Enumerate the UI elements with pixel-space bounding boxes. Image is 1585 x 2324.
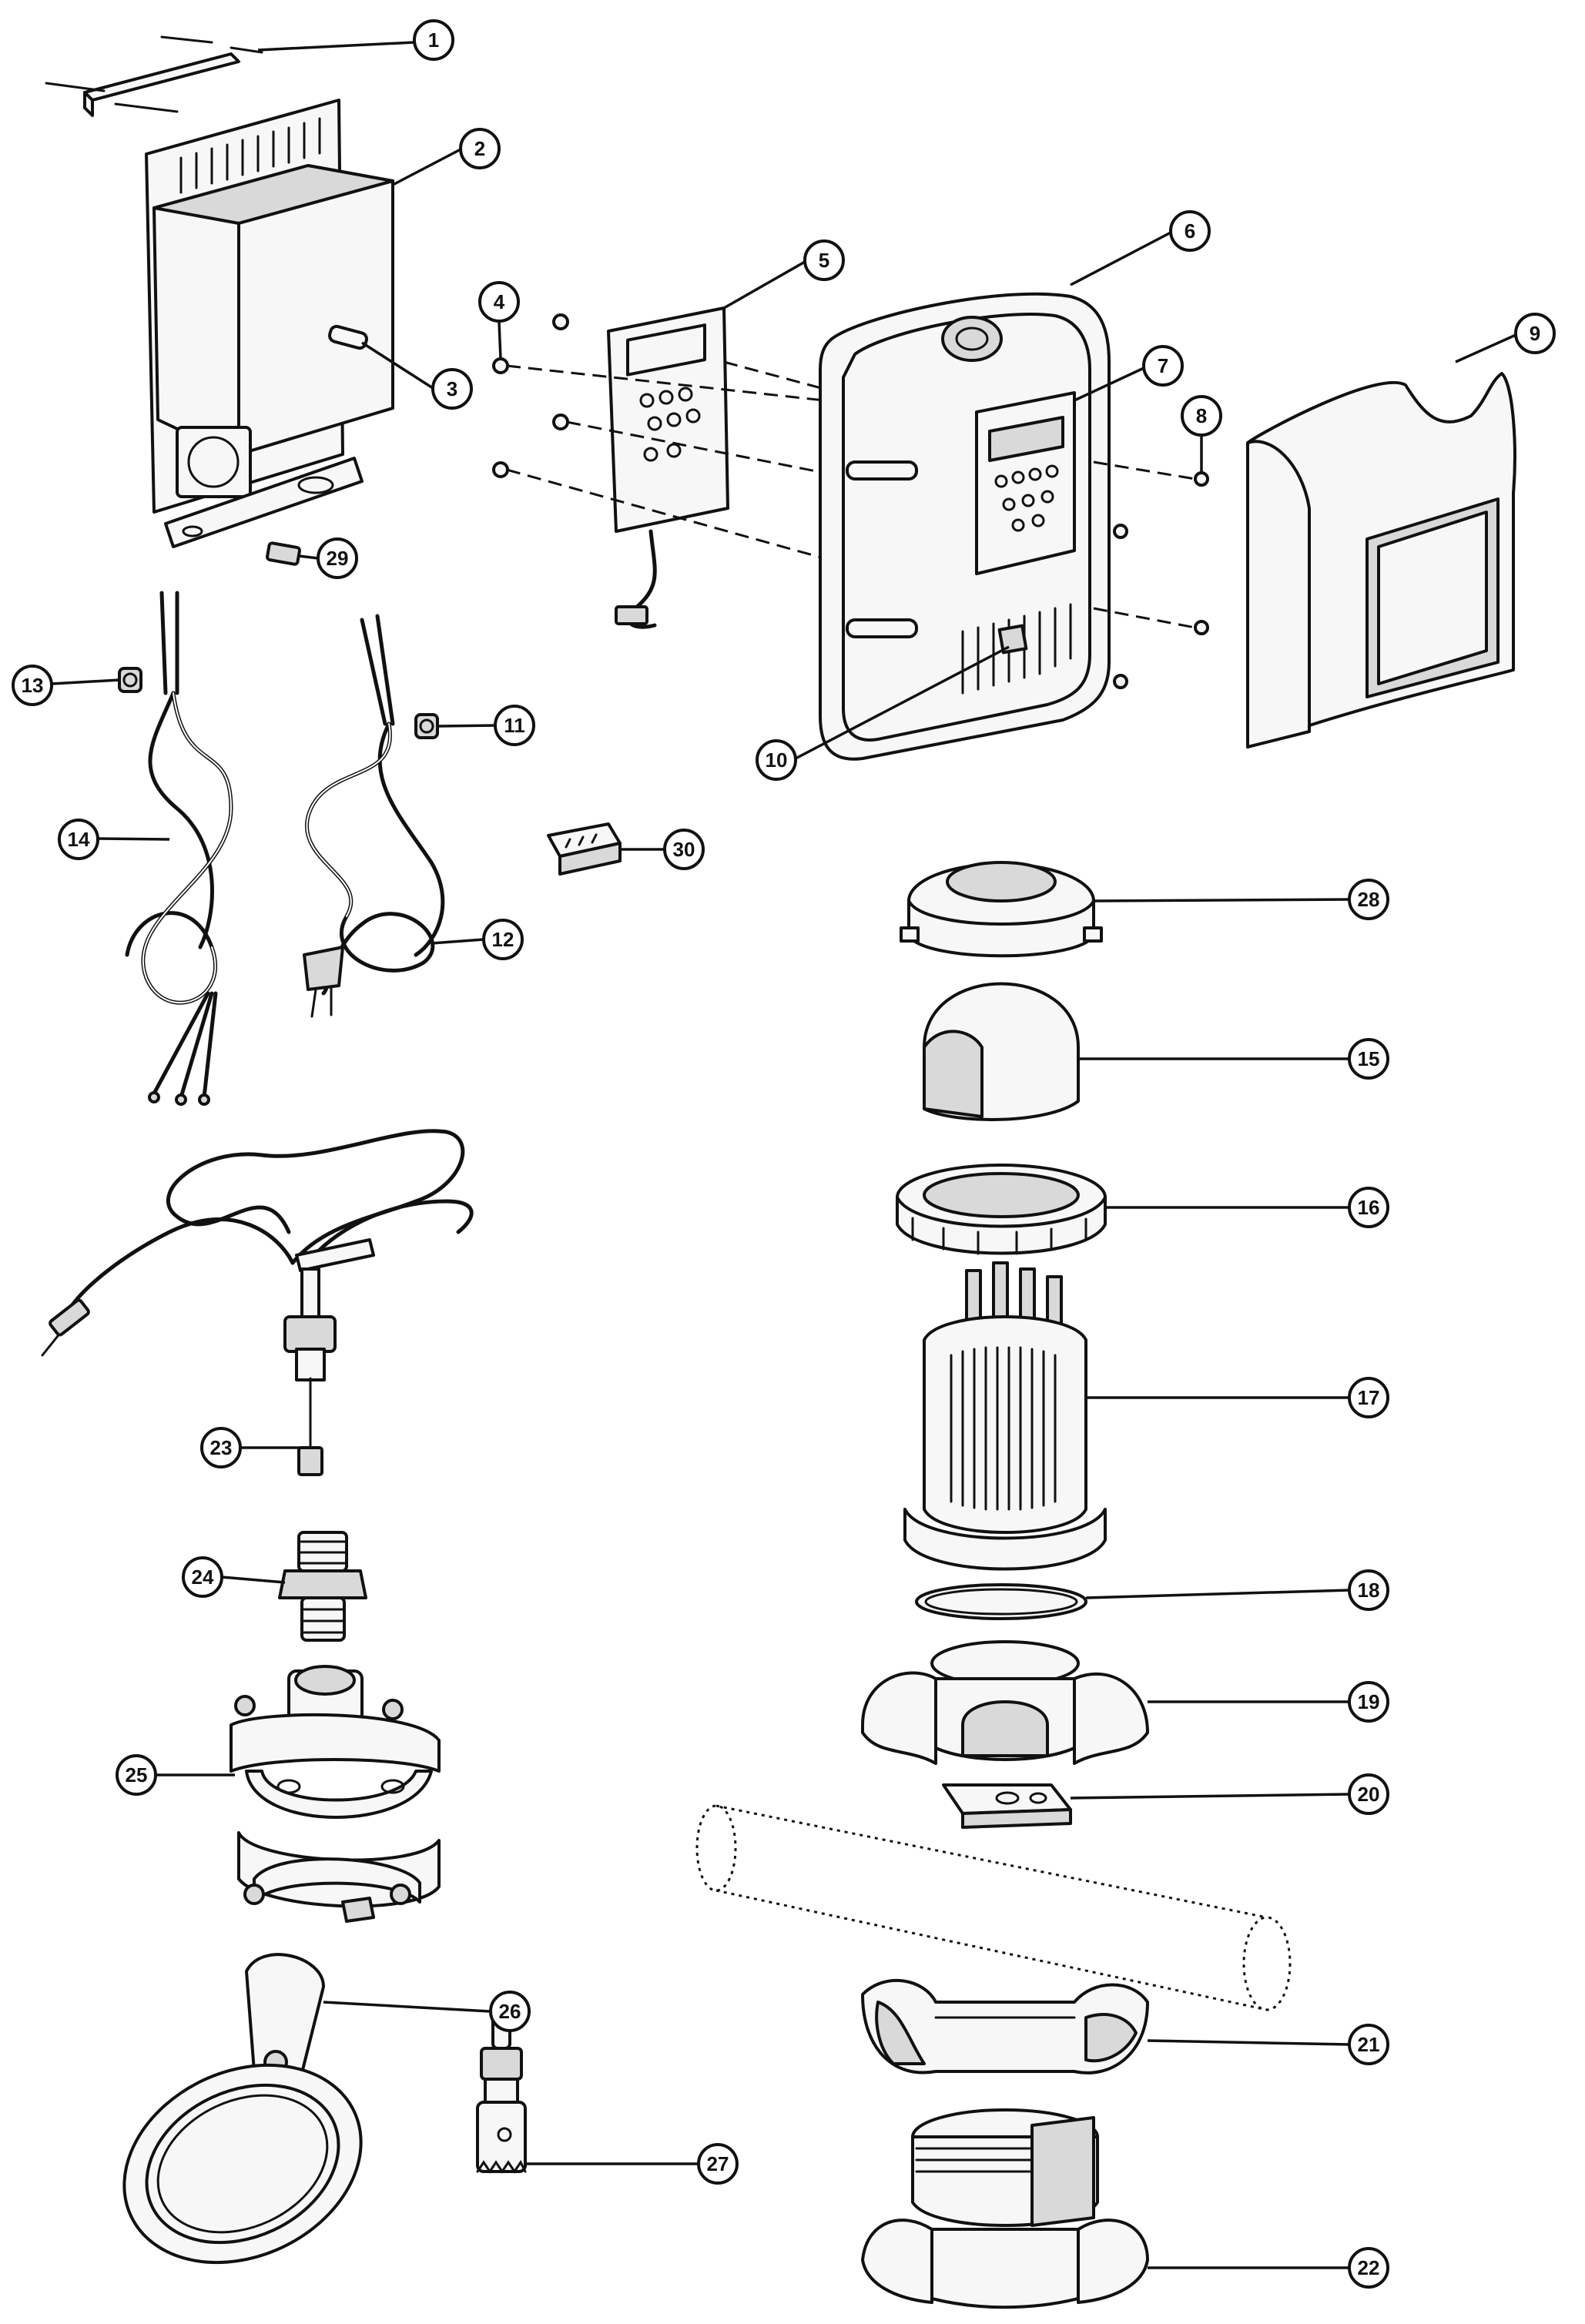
callout-30: 30 — [663, 829, 705, 870]
callout-label: 26 — [499, 2000, 521, 2023]
callout-label: 9 — [1530, 322, 1540, 345]
part-fuse — [328, 324, 368, 350]
callout-16: 16 — [1348, 1187, 1389, 1228]
callout-label: 14 — [68, 828, 90, 851]
callout-label: 25 — [126, 1763, 148, 1787]
part-front-cover — [1246, 372, 1516, 748]
callout-14: 14 — [58, 819, 99, 860]
callout-label: 19 — [1358, 1690, 1380, 1713]
callout-19: 19 — [1348, 1681, 1389, 1723]
callout-label: 1 — [428, 28, 439, 52]
part-flow-probe — [41, 1129, 474, 1476]
callout-28: 28 — [1348, 879, 1389, 920]
part-terminal-block — [547, 822, 622, 876]
part-cell-cap — [900, 861, 1103, 958]
callout-label: 6 — [1185, 219, 1195, 243]
callout-label: 10 — [766, 748, 788, 772]
callout-23: 23 — [200, 1427, 242, 1468]
callout-label: 3 — [447, 377, 457, 400]
callout-label: 16 — [1358, 1196, 1380, 1219]
callout-label: 27 — [707, 2152, 729, 2175]
callout-label: 11 — [504, 714, 525, 737]
part-electrolytic-cell — [903, 1261, 1107, 1571]
callout-5: 5 — [803, 239, 845, 281]
part-circuit-board — [607, 306, 729, 629]
part-small-connector — [266, 541, 301, 566]
callout-label: 2 — [474, 137, 485, 160]
callout-label: 8 — [1196, 404, 1207, 427]
callout-7: 7 — [1142, 345, 1184, 387]
part-screws-right — [1093, 460, 1209, 689]
callout-label: 24 — [192, 1566, 214, 1589]
leader-lines — [51, 41, 1516, 2269]
part-mains-cable-plug — [303, 614, 445, 1018]
part-lower-saddle — [861, 1978, 1149, 2075]
callout-label: 15 — [1358, 1047, 1380, 1070]
part-pipe-saddle — [230, 1665, 441, 1923]
part-lower-body — [861, 2108, 1149, 2309]
callout-17: 17 — [1348, 1377, 1389, 1418]
part-power-cable-leads — [125, 591, 233, 1106]
callout-21: 21 — [1348, 2024, 1389, 2065]
callout-label: 30 — [673, 838, 695, 861]
part-fitting-adapter — [476, 2001, 527, 2174]
pipe-outline — [695, 1804, 1292, 2011]
callout-29: 29 — [317, 537, 358, 579]
callout-12: 12 — [482, 919, 524, 960]
callout-20: 20 — [1348, 1773, 1389, 1815]
callout-9: 9 — [1514, 313, 1556, 354]
callout-3: 3 — [431, 368, 473, 410]
part-cable-gland-right — [414, 713, 439, 739]
callout-label: 29 — [327, 547, 349, 570]
callout-18: 18 — [1348, 1569, 1389, 1611]
part-o-ring — [915, 1583, 1087, 1620]
part-saddle-gasket — [942, 1783, 1072, 1829]
callout-13: 13 — [12, 665, 53, 706]
callout-2: 2 — [459, 128, 501, 169]
part-control-unit — [819, 292, 1111, 761]
callout-label: 12 — [492, 928, 514, 951]
callout-8: 8 — [1181, 395, 1222, 437]
callout-4: 4 — [478, 281, 520, 323]
callout-label: 17 — [1358, 1386, 1380, 1409]
callout-24: 24 — [182, 1556, 223, 1598]
part-mounting-bracket — [45, 35, 263, 117]
callout-label: 20 — [1358, 1783, 1380, 1806]
callout-25: 25 — [116, 1754, 157, 1796]
part-ring-wrench — [122, 1953, 363, 2265]
callout-22: 22 — [1348, 2247, 1389, 2289]
callout-label: 7 — [1158, 354, 1168, 377]
callout-1: 1 — [413, 19, 454, 61]
callout-label: 28 — [1358, 888, 1380, 911]
part-dome-cover — [923, 982, 1080, 1121]
part-lock-ring — [896, 1164, 1107, 1255]
callout-10: 10 — [756, 739, 797, 781]
callout-6: 6 — [1169, 210, 1211, 252]
callout-15: 15 — [1348, 1038, 1389, 1080]
callout-label: 13 — [22, 674, 44, 697]
callout-label: 4 — [494, 290, 505, 313]
part-cable-gland-left — [118, 667, 142, 693]
part-upper-saddle — [861, 1640, 1149, 1765]
callout-27: 27 — [697, 2143, 739, 2185]
callout-label: 5 — [819, 249, 829, 272]
callout-26: 26 — [489, 1991, 531, 2032]
callout-label: 23 — [210, 1436, 233, 1459]
callout-label: 22 — [1358, 2256, 1380, 2279]
part-power-supply — [145, 99, 394, 548]
callout-label: 21 — [1358, 2033, 1380, 2056]
callout-11: 11 — [494, 705, 535, 746]
callout-label: 18 — [1358, 1579, 1380, 1602]
part-threaded-nipple — [278, 1531, 367, 1642]
